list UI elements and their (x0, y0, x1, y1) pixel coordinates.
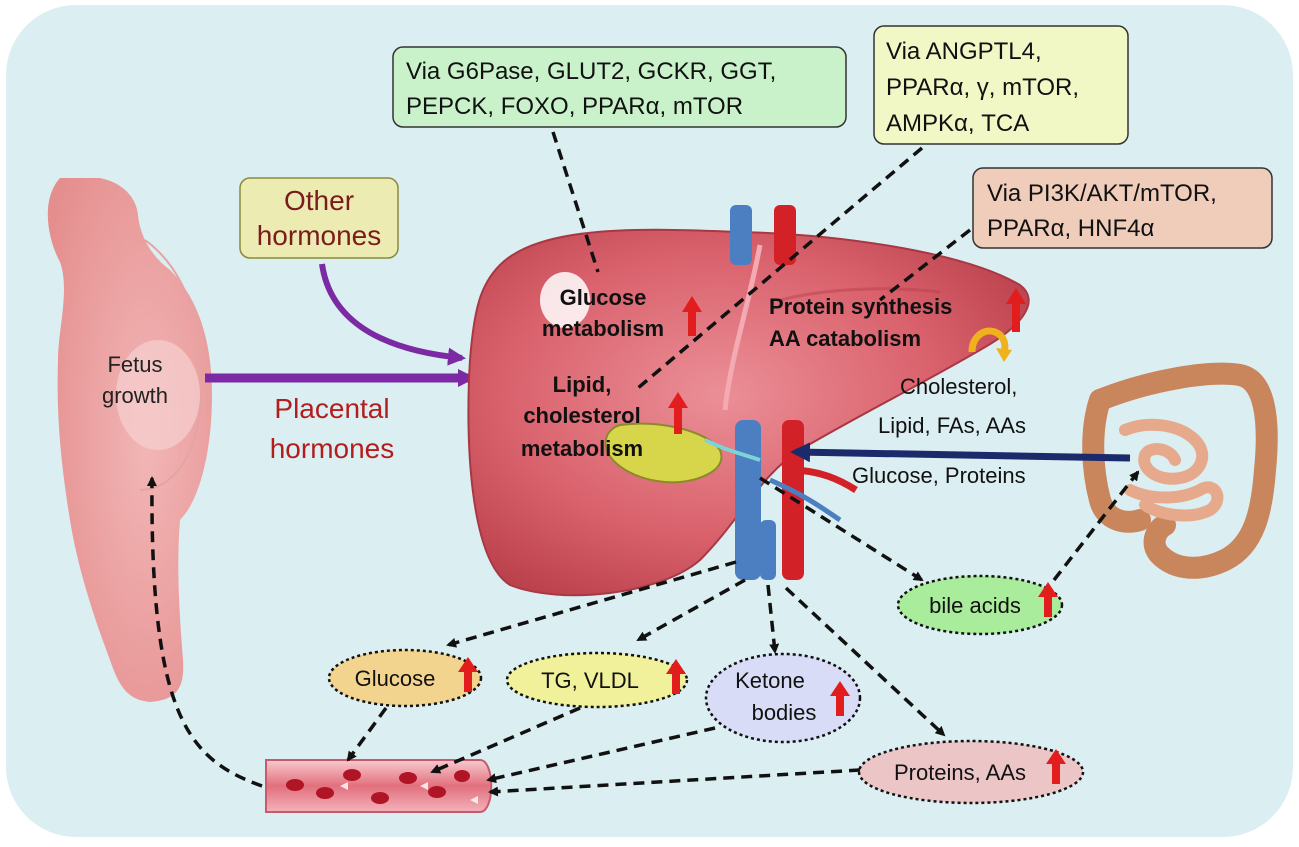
to-glucose-arrow (446, 560, 737, 648)
placental-label-line1: Placental (274, 393, 389, 424)
glucose-to-blood-arrow (346, 706, 388, 762)
proteins-to-blood-arrow (488, 768, 861, 797)
tg-vldl-output-label: TG, VLDL (541, 668, 639, 693)
glucose-pathways-box (392, 46, 847, 128)
pregnant-woman-icon (47, 178, 213, 702)
ketone-output-line1: Ketone (735, 668, 805, 693)
lipid-box-connector (636, 146, 924, 390)
ketone-up-arrow (830, 681, 850, 716)
other-hormones-box (239, 177, 399, 259)
ketone-to-blood-arrow (486, 726, 716, 784)
to-bile-acids-arrow (759, 476, 924, 582)
other-hormones-line2: hormones (257, 220, 382, 251)
bile-acids-label: bile acids (929, 593, 1021, 618)
glucose-pathways-line2: PEPCK, FOXO, PPARα, mTOR (406, 93, 743, 120)
bile-to-intestine-arrow (1052, 470, 1140, 582)
glucose-output (327, 648, 483, 708)
intestine-illustration (1082, 362, 1278, 579)
fetus-label-line2: growth (102, 383, 168, 408)
fetus-label-line1: Fetus (107, 352, 162, 377)
glucose-pathways-line1: Via G6Pase, GLUT2, GCKR, GGT, (406, 58, 776, 85)
intestine-label-line3: Glucose, Proteins (852, 463, 1026, 488)
protein-pathways-box (972, 167, 1273, 249)
glucose-metab-up-arrow (682, 296, 702, 336)
protein-box-connector (878, 228, 972, 302)
aa-catabolism-label: AA catabolism (769, 326, 921, 351)
lipid-up-arrow (668, 392, 688, 434)
tg-vldl-output (505, 651, 689, 709)
glucose-metab-line1: Glucose (560, 285, 647, 310)
to-ketone-arrow (766, 584, 780, 654)
lipid-label-line2: cholesterol (523, 403, 640, 428)
proteins-aas-output (857, 739, 1085, 805)
placental-label-line2: hormones (270, 433, 395, 464)
blood-to-fetus-arrow (146, 476, 263, 788)
proteins-aas-up-arrow (1046, 749, 1066, 784)
tg-to-blood-arrow (430, 706, 581, 774)
ketone-output-line2: bodies (752, 700, 817, 725)
to-tg-vldl-arrow (636, 578, 746, 642)
protein-synthesis-up-arrow (1006, 288, 1026, 332)
blood-vessel-illustration (265, 759, 493, 813)
intestine-label-line1: Cholesterol, (900, 374, 1017, 399)
protein-synthesis-label: Protein synthesis (769, 294, 952, 319)
proteins-aas-label: Proteins, AAs (894, 760, 1026, 785)
lipid-label-line1: Lipid, (553, 372, 612, 397)
glucose-output-up-arrow (458, 657, 478, 692)
glucose-metab-line2: metabolism (542, 316, 664, 341)
other-hormones-arrow (319, 263, 466, 366)
bile-acids-output (896, 574, 1064, 636)
lipid-pathways-box (873, 25, 1129, 145)
lipid-label-line3: metabolism (521, 436, 643, 461)
glucose-output-label: Glucose (355, 666, 436, 691)
protein-pathways-line1: Via PI3K/AKT/mTOR, (987, 180, 1217, 207)
liver-illustration (467, 205, 1030, 597)
glucose-box-connector (551, 131, 600, 273)
aa-catabolism-curve-arrow-icon (968, 327, 1009, 354)
lipid-pathways-line2: PPARα, γ, mTOR, (886, 74, 1079, 101)
protein-pathways-line2: PPARα, HNF4α (987, 215, 1154, 242)
other-hormones-line1: Other (284, 185, 354, 216)
aa-catabolism-arrowhead (996, 348, 1012, 362)
ketone-output (704, 652, 862, 744)
lipid-pathways-line3: AMPKα, TCA (886, 110, 1029, 137)
bile-acids-up-arrow (1038, 582, 1058, 617)
tg-vldl-up-arrow (666, 659, 686, 694)
absorption-arrow (790, 442, 1131, 463)
lipid-pathways-line1: Via ANGPTL4, (886, 38, 1042, 65)
intestine-label-line2: Lipid, FAs, AAs (878, 413, 1026, 438)
